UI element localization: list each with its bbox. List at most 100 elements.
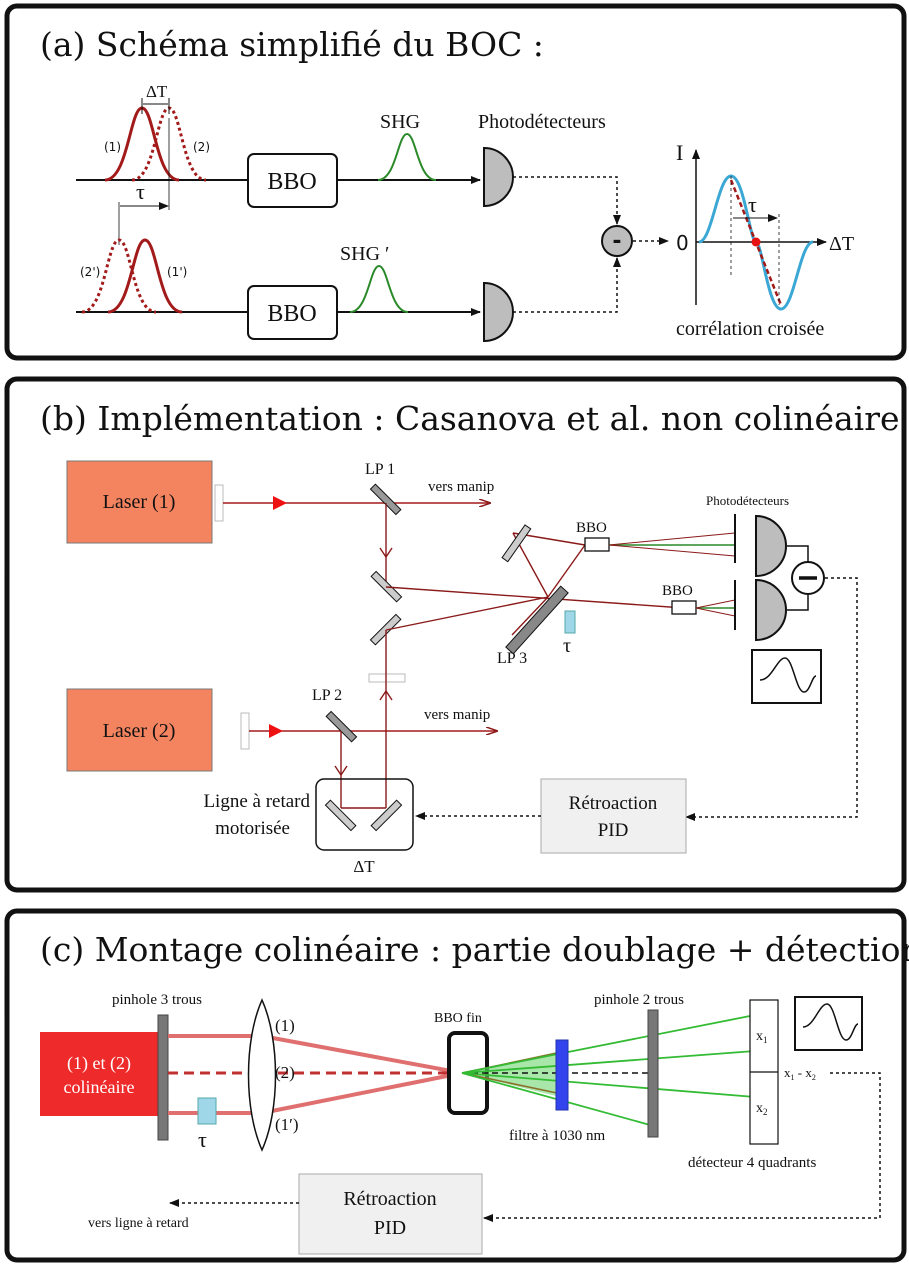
label-shg-prime: SHG ′ bbox=[340, 243, 389, 265]
label-photodetectors: Photodétecteurs bbox=[478, 111, 606, 133]
panel-c: (c) Montage colinéaire : partie doublage… bbox=[4, 908, 909, 1263]
label-vers-manip-2: vers manip bbox=[424, 707, 490, 723]
photodetector-bottom bbox=[483, 281, 514, 343]
error-signal-curve bbox=[759, 657, 817, 693]
delay-line-box bbox=[315, 778, 414, 851]
mixed-out-lower bbox=[461, 1072, 558, 1094]
lp3-mirror bbox=[505, 585, 569, 655]
photodetector-b-top bbox=[755, 514, 787, 578]
label-delay-line-2: motorisée bbox=[215, 818, 290, 839]
label-beam-1p: (1′) bbox=[275, 1115, 299, 1134]
label-bbo1: BBO bbox=[576, 520, 607, 536]
label-delay-line-1: Ligne à retard bbox=[203, 791, 310, 812]
beam-to-bbo1-b bbox=[547, 544, 586, 598]
bbo-crystal-2 bbox=[671, 600, 697, 615]
label-tau-b: τ bbox=[563, 635, 571, 657]
beam-lp3-down bbox=[511, 596, 549, 636]
fund-out-1a bbox=[608, 532, 736, 546]
label-quad-detector: détecteur 4 quadrants bbox=[688, 1155, 816, 1171]
fund-out-2b bbox=[695, 607, 736, 617]
label-pulse-1-prime: (1') bbox=[167, 265, 187, 279]
tau-plate-c bbox=[197, 1097, 217, 1125]
label-x1-minus-x2: x1 - x2 bbox=[784, 1065, 816, 1082]
pinhole-3-holes bbox=[157, 1014, 169, 1141]
feedback-box-b bbox=[540, 778, 687, 854]
delay-mirror-left bbox=[324, 799, 357, 832]
label-pulse-2-prime: (2') bbox=[80, 265, 100, 279]
label-pinhole2: pinhole 2 trous bbox=[594, 992, 684, 1008]
label-source-2: colinéaire bbox=[64, 1077, 135, 1097]
laser-1-box bbox=[66, 460, 213, 544]
shg-pulse-bottom bbox=[349, 264, 409, 313]
beam-c-1-converge bbox=[261, 1034, 463, 1075]
bbo-crystal-1 bbox=[584, 537, 610, 552]
green-beam-1 bbox=[461, 1014, 756, 1074]
label-lp2: LP 2 bbox=[312, 687, 342, 704]
delay-mirror-right bbox=[370, 799, 403, 832]
label-lp3: LP 3 bbox=[497, 650, 527, 667]
panel-a-title: (a) Schéma simplifié du BOC : bbox=[40, 25, 544, 64]
label-lp1: LP 1 bbox=[365, 461, 395, 478]
error-signal-plot-c bbox=[794, 996, 863, 1051]
bbo-label-bottom: BBO bbox=[267, 301, 316, 327]
pd-wire-bottom bbox=[787, 594, 809, 611]
label-pinhole3: pinhole 3 trous bbox=[112, 992, 202, 1008]
photodetector-top bbox=[483, 146, 514, 208]
bbo-label-top: BBO bbox=[267, 169, 316, 195]
signal-line-bottom bbox=[513, 257, 621, 313]
label-bbo-thin: BBO fin bbox=[434, 1011, 482, 1026]
fund-out-1b bbox=[608, 544, 736, 557]
beam-to-bbo2 bbox=[385, 586, 685, 609]
shg-pulse-top bbox=[377, 132, 437, 181]
mirror-upper-right bbox=[501, 524, 532, 563]
label-beam-2: (2) bbox=[275, 1063, 295, 1082]
label-axis-i: I bbox=[676, 140, 683, 165]
beam-lp1-arrow bbox=[379, 547, 393, 559]
beam-delay-arrow bbox=[379, 689, 393, 701]
label-tau-c: τ bbox=[198, 1127, 207, 1152]
pd-wire-top bbox=[787, 545, 809, 562]
label-feedback-b-1: Rétroaction bbox=[569, 793, 658, 814]
panel-a: (a) Schéma simplifié du BOC : ΔT (1) (2)… bbox=[4, 3, 907, 361]
shg-cone bbox=[462, 1052, 556, 1096]
focusing-lens bbox=[247, 998, 277, 1152]
bbo-box-bottom bbox=[247, 285, 338, 340]
laser-2-arrowhead bbox=[269, 724, 283, 738]
label-tau-top: τ bbox=[136, 179, 145, 204]
label-vers-manip-1: vers manip bbox=[428, 479, 494, 495]
laser-1-arrowhead bbox=[273, 496, 287, 510]
label-tau-plot: τ bbox=[748, 192, 757, 217]
beam-lp2-arrow bbox=[334, 765, 348, 777]
label-pulse-2: (2) bbox=[193, 140, 210, 154]
label-photodetectors-b: Photodétecteurs bbox=[706, 493, 789, 508]
label-bbo2: BBO bbox=[662, 583, 693, 599]
bbo-box-top bbox=[247, 153, 338, 208]
label-axis-zero: 0 bbox=[676, 231, 689, 255]
label-to-delay: vers ligne à retard bbox=[88, 1216, 189, 1231]
label-shg: SHG bbox=[380, 111, 420, 133]
filter-1030 bbox=[555, 1039, 569, 1111]
collinear-source bbox=[40, 1032, 158, 1116]
zero-crossing-point bbox=[751, 237, 761, 247]
laser-2-box bbox=[66, 688, 213, 772]
feedback-line-c-in bbox=[483, 1072, 881, 1222]
label-source-1: (1) et (2) bbox=[67, 1053, 131, 1074]
panel-b-frame bbox=[4, 376, 907, 893]
panel-c-title: (c) Montage colinéaire : partie doublage… bbox=[40, 930, 909, 969]
error-signal-curve-c bbox=[802, 1003, 859, 1041]
tau-plate bbox=[564, 610, 576, 634]
subtractor-node bbox=[601, 225, 633, 257]
label-minus: - bbox=[612, 229, 621, 254]
label-feedback-c-2: PID bbox=[374, 1217, 406, 1239]
beam-c-1p-converge bbox=[261, 1071, 463, 1115]
waveplate-vertical bbox=[368, 673, 406, 683]
laser-2-label: Laser (2) bbox=[103, 720, 176, 742]
label-feedback-c-1: Rétroaction bbox=[343, 1188, 436, 1210]
signal-line-top bbox=[513, 176, 621, 225]
lp1-mirror bbox=[369, 483, 402, 516]
feedback-line-b-in bbox=[685, 577, 858, 821]
lp2-mirror bbox=[325, 710, 358, 743]
label-x1: x1 bbox=[756, 1029, 768, 1045]
fund-out-2a bbox=[695, 599, 736, 609]
